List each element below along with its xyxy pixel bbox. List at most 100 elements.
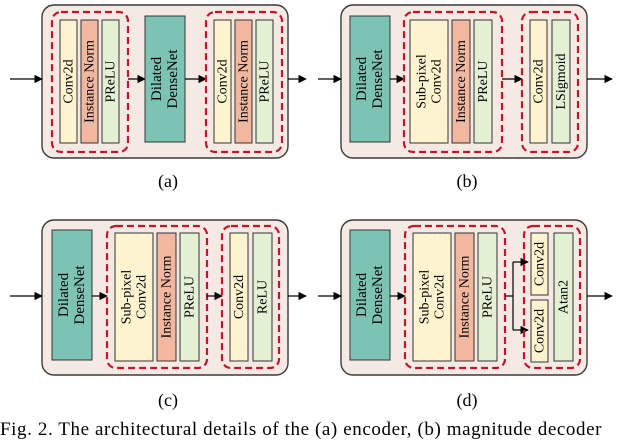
panel-b-group-1 xyxy=(402,10,504,154)
a-conv2d-1-box xyxy=(59,19,78,144)
d-conv2d-top-box xyxy=(530,232,549,296)
c-conv2d-box xyxy=(229,232,249,362)
b-dilated-densenet-box xyxy=(349,15,391,143)
d-dilated-densenet: DilatedDenseNet xyxy=(349,229,391,361)
a-conv2d-2: Conv2d xyxy=(213,19,232,144)
a-conv2d-1-label: Conv2d xyxy=(61,59,76,103)
a-dilated-densenet-box xyxy=(144,15,186,143)
a-conv2d-1: Conv2d xyxy=(59,19,78,144)
subcaption-a: (a) xyxy=(158,171,178,192)
c-relu-label: ReLU xyxy=(255,280,270,314)
c-conv2d-label-line: Conv2d xyxy=(232,275,247,319)
d-prelu: PReLU xyxy=(477,232,498,362)
b-prelu-box xyxy=(473,19,493,144)
c-instance-norm: Instance Norm xyxy=(156,232,177,362)
d-conv2d-top: Conv2d xyxy=(530,232,549,296)
b-conv2d-label: Conv2d xyxy=(531,59,546,103)
panel-d-group-1 xyxy=(403,224,507,370)
d-conv2d-bottom-box xyxy=(530,299,549,363)
panel-a-group-1 xyxy=(50,10,130,154)
a-conv2d-2-label-line: Conv2d xyxy=(215,59,230,103)
c-conv2d: Conv2d xyxy=(229,232,249,362)
b-prelu-label: PReLU xyxy=(476,61,491,103)
d-instance-norm: Instance Norm xyxy=(454,232,475,362)
c-dilated-densenet-label-line: DenseNet xyxy=(72,265,88,325)
subcaption-d: (d) xyxy=(457,390,478,411)
a-dilated-densenet: DilatedDenseNet xyxy=(144,15,186,143)
a-prelu-2-label-line: PReLU xyxy=(257,61,272,103)
b-subpixel-conv2d-box xyxy=(409,19,449,144)
d-prelu-label: PReLU xyxy=(480,276,495,318)
a-prelu-2-label: PReLU xyxy=(257,61,272,103)
b-lsigmoid: LSigmoid xyxy=(551,19,571,144)
d-atan2-box xyxy=(553,232,574,362)
b-conv2d-box xyxy=(529,19,548,144)
c-instance-norm-label-line: Instance Norm xyxy=(159,255,174,338)
a-prelu-1-box xyxy=(101,19,120,144)
c-subpixel-conv2d-label: Sub-pixelConv2d xyxy=(119,270,149,325)
a-dilated-densenet-label-line: Dilated xyxy=(149,56,165,101)
c-prelu-box xyxy=(179,232,200,362)
b-dilated-densenet-label-line: DenseNet xyxy=(370,49,386,109)
a-dilated-densenet-label-line: DenseNet xyxy=(165,49,181,109)
c-relu-label-line: ReLU xyxy=(255,280,270,314)
d-conv2d-top-label-line: Conv2d xyxy=(532,242,547,286)
b-lsigmoid-box xyxy=(551,19,571,144)
d-subpixel-conv2d-box xyxy=(412,232,452,362)
c-instance-norm-label: Instance Norm xyxy=(159,255,174,338)
a-instance-norm-2: Instance Norm xyxy=(234,19,253,144)
b-subpixel-conv2d-label-line: Conv2d xyxy=(429,59,444,103)
d-dilated-densenet-label-line: Dilated xyxy=(354,272,370,317)
figure-caption: Fig. 2. The architectural details of the… xyxy=(0,419,603,440)
d-atan2-label: Atan2 xyxy=(556,280,571,314)
d-atan2-label-line: Atan2 xyxy=(556,280,571,314)
subcaption-b: (b) xyxy=(457,171,478,192)
c-prelu-label-line: PReLU xyxy=(182,276,197,318)
panel-d-group-2 xyxy=(522,224,582,370)
d-dilated-densenet-label: DilatedDenseNet xyxy=(354,265,386,325)
a-prelu-2-box xyxy=(255,19,274,144)
a-instance-norm-1-label-line: Instance Norm xyxy=(82,40,97,123)
c-prelu: PReLU xyxy=(179,232,200,362)
d-instance-norm-label-line: Instance Norm xyxy=(457,255,472,338)
b-instance-norm: Instance Norm xyxy=(451,19,471,144)
panel-a-group-2 xyxy=(204,10,284,154)
b-instance-norm-label: Instance Norm xyxy=(454,40,469,123)
c-dilated-densenet-label-line: Dilated xyxy=(56,272,72,317)
b-dilated-densenet-label: DilatedDenseNet xyxy=(354,49,386,109)
d-dilated-densenet-box xyxy=(349,229,391,361)
a-conv2d-1-label-line: Conv2d xyxy=(61,59,76,103)
d-conv2d-bottom-label: Conv2d xyxy=(532,309,547,353)
c-relu: ReLU xyxy=(252,232,273,362)
d-prelu-box xyxy=(477,232,498,362)
b-dilated-densenet: DilatedDenseNet xyxy=(349,15,391,143)
panel-b-group-2 xyxy=(520,10,580,154)
c-instance-norm-box xyxy=(156,232,177,362)
b-prelu-label-line: PReLU xyxy=(476,61,491,103)
a-instance-norm-2-label: Instance Norm xyxy=(236,40,251,123)
a-prelu-1-label-line: PReLU xyxy=(103,61,118,103)
b-subpixel-conv2d: Sub-pixelConv2d xyxy=(409,19,449,144)
a-conv2d-2-label: Conv2d xyxy=(215,59,230,103)
d-conv2d-top-label: Conv2d xyxy=(532,242,547,286)
a-conv2d-2-box xyxy=(213,19,232,144)
c-dilated-densenet-box xyxy=(51,229,93,361)
d-subpixel-conv2d: Sub-pixelConv2d xyxy=(412,232,452,362)
a-instance-norm-1: Instance Norm xyxy=(80,19,99,144)
d-instance-norm-box xyxy=(454,232,475,362)
c-relu-box xyxy=(252,232,273,362)
a-dilated-densenet-label: DilatedDenseNet xyxy=(149,49,181,109)
b-instance-norm-box xyxy=(451,19,471,144)
subcaption-c: (c) xyxy=(158,390,178,411)
d-conv2d-bottom: Conv2d xyxy=(530,299,549,363)
panel-c-group-2 xyxy=(220,224,281,370)
d-subpixel-conv2d-label-line: Conv2d xyxy=(432,275,447,319)
c-subpixel-conv2d-label-line: Conv2d xyxy=(134,275,149,319)
b-lsigmoid-label: LSigmoid xyxy=(554,53,569,109)
d-instance-norm-label: Instance Norm xyxy=(457,255,472,338)
a-prelu-1: PReLU xyxy=(101,19,120,144)
d-prelu-label-line: PReLU xyxy=(480,276,495,318)
panel-c-group-1 xyxy=(105,224,209,370)
a-instance-norm-1-label: Instance Norm xyxy=(82,40,97,123)
